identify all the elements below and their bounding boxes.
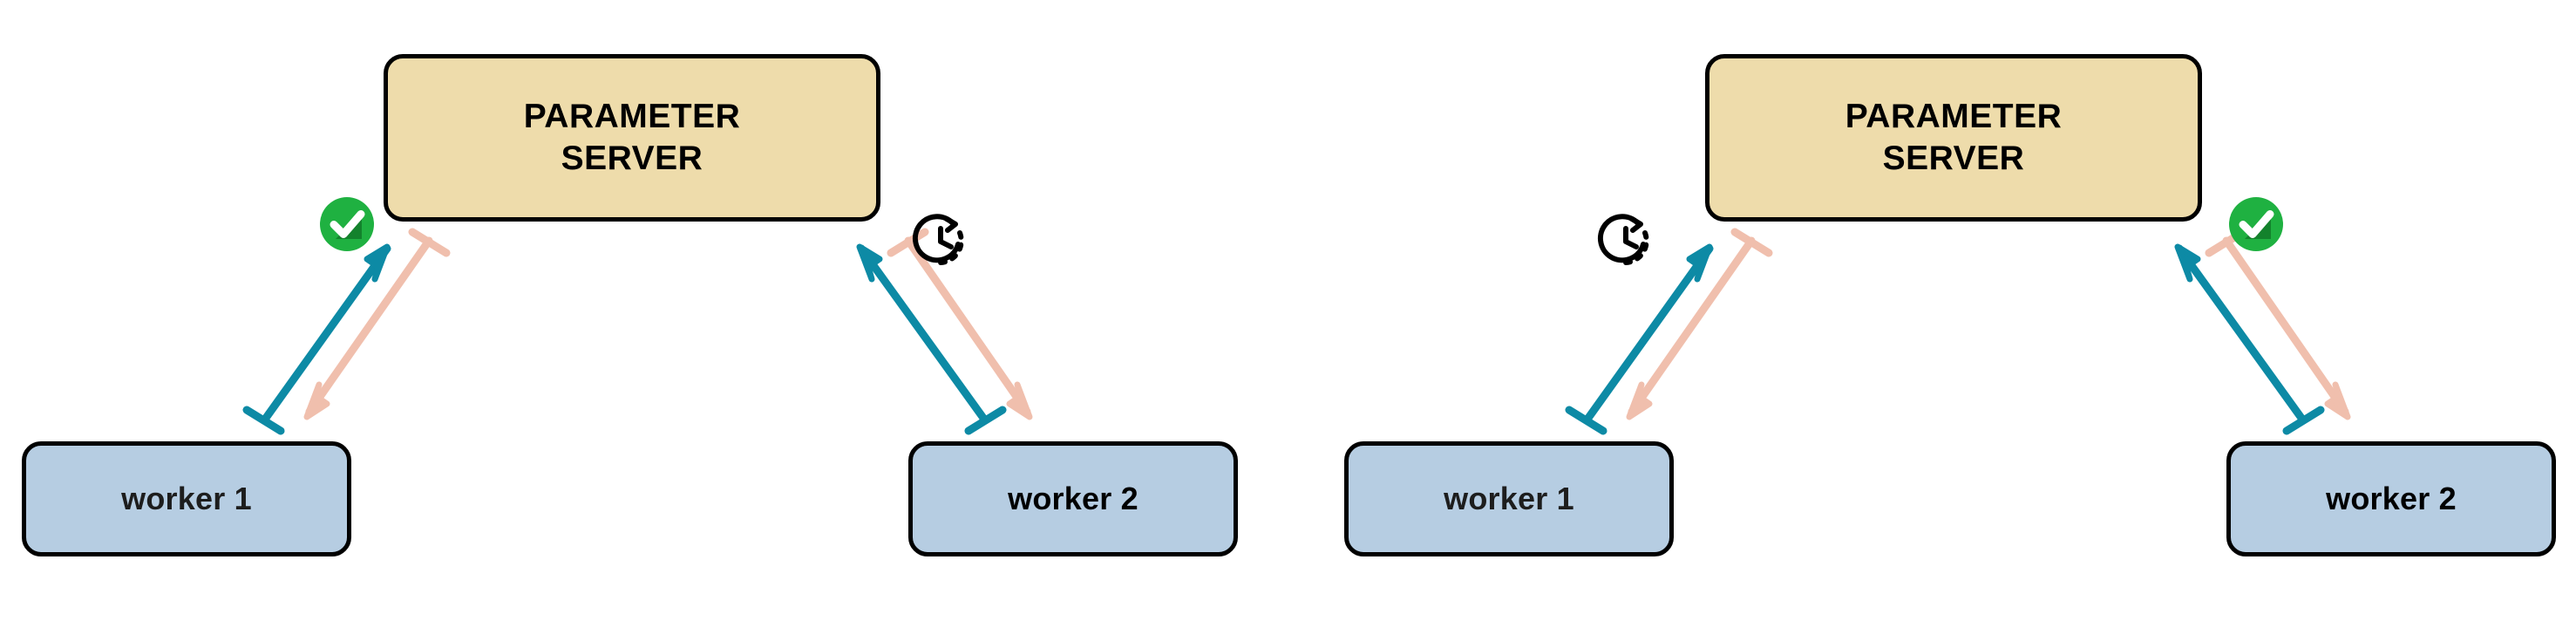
parameter-server-title-line1: PARAMETER	[523, 98, 741, 136]
worker-node-right-worker-2[interactable]: worker 2	[2226, 441, 2556, 556]
worker-label: worker 1	[121, 481, 252, 516]
check-circle-icon	[2226, 194, 2287, 255]
clock-pending-icon	[1594, 209, 1657, 272]
check-circle-icon	[316, 194, 377, 255]
worker-node-left-worker-2[interactable]: worker 2	[908, 441, 1238, 556]
parameter-server-title-line2: SERVER	[561, 140, 703, 177]
clock-pending-icon	[909, 209, 972, 272]
worker-node-left-worker-1[interactable]: worker 1	[22, 441, 351, 556]
edge-right-worker1-push	[1565, 243, 1714, 435]
parameter-server-title-line2: SERVER	[1882, 140, 2025, 177]
worker-label: worker 1	[1444, 481, 1574, 516]
parameter-server-title-line1: PARAMETER	[1845, 98, 2063, 136]
edge-left-worker2-push	[856, 243, 1007, 435]
edge-right-worker2-push	[2174, 243, 2325, 435]
worker-label: worker 2	[2326, 481, 2457, 516]
parameter-server-node-left[interactable]: PARAMETER SERVER	[384, 54, 880, 222]
worker-node-right-worker-1[interactable]: worker 1	[1344, 441, 1674, 556]
edge-left-worker1-pull	[303, 228, 451, 420]
worker-label: worker 2	[1008, 481, 1138, 516]
edge-right-worker2-pull	[2205, 228, 2351, 420]
edge-left-worker1-push	[242, 243, 391, 435]
parameter-server-node-right[interactable]: PARAMETER SERVER	[1705, 54, 2202, 222]
